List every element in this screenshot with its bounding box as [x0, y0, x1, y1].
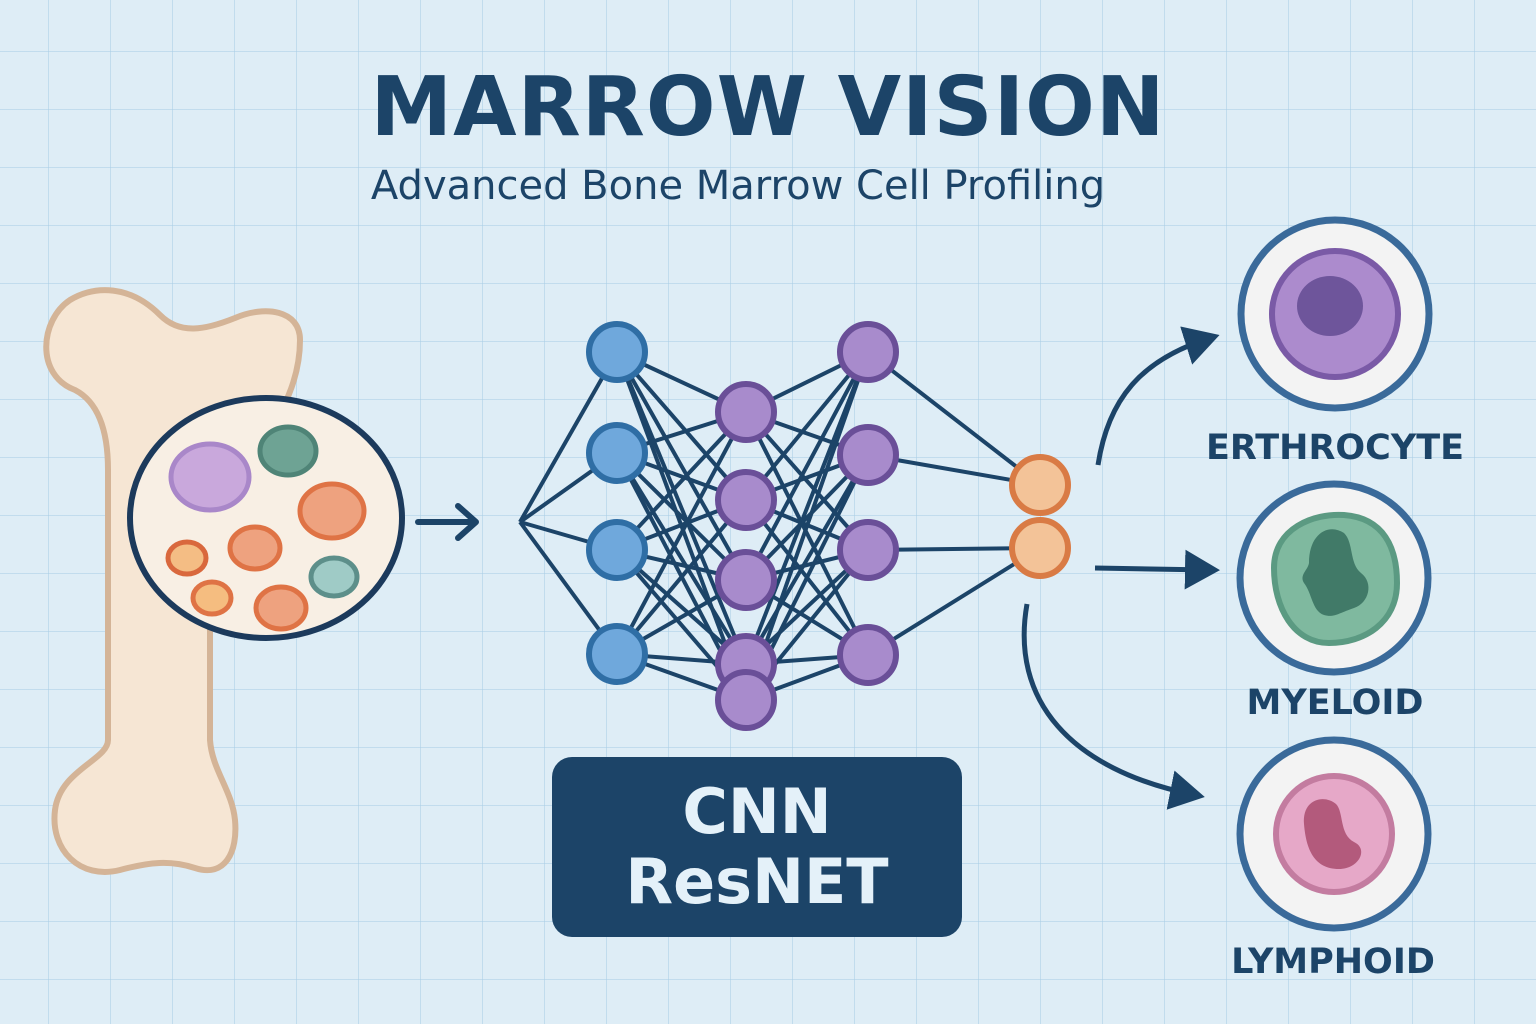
network-node-input [586, 321, 648, 383]
label-erthrocyte: ERTHROCYTE [1206, 428, 1464, 468]
model-line-1: CNN [682, 775, 832, 848]
myeloid-cell-icon [1236, 480, 1432, 676]
network-node-hidden-1 [715, 669, 777, 731]
network-edge [615, 411, 748, 655]
network-edge [866, 350, 1042, 487]
network-edge [615, 351, 748, 581]
network-node-hidden-2 [837, 424, 899, 486]
label-myeloid: MYELOID [1246, 683, 1424, 723]
sample-cell-orange-large [297, 481, 367, 541]
arrow-to-myeloid-icon [1094, 549, 1220, 590]
network-node-hidden-1 [715, 381, 777, 443]
sample-cell-orange-medium [227, 524, 283, 572]
network-edge [744, 411, 870, 656]
sample-cell-purple-large [168, 441, 252, 513]
erthrocyte-cell-icon [1237, 216, 1433, 412]
network-edge [615, 351, 748, 665]
sample-cell-orange-medium-2 [253, 584, 309, 632]
sample-cell-teal-light [308, 555, 360, 599]
network-node-hidden-1 [715, 549, 777, 611]
network-node-hidden-2 [837, 624, 899, 686]
network-edge [744, 453, 870, 666]
label-lymphoid: LYMPHOID [1231, 942, 1435, 982]
network-node-hidden-1 [715, 469, 777, 531]
network-node-input [586, 519, 648, 581]
sample-cell-orange-tiny [190, 579, 234, 617]
network-edge [615, 498, 748, 656]
sample-cell-orange-small [165, 539, 209, 577]
arrow-to-erthrocyte-icon [1095, 326, 1220, 466]
model-badge: CNN ResNET [552, 757, 962, 937]
network-edge [615, 451, 748, 666]
network-node-output [1009, 517, 1071, 579]
network-edge [866, 546, 1042, 657]
network-edge [744, 350, 870, 502]
input-arrow-icon [415, 503, 479, 541]
network-edge [615, 410, 748, 552]
network-node-input [586, 422, 648, 484]
marrow-sample-magnifier [127, 395, 405, 641]
network-node-input [586, 623, 648, 685]
network-edge [744, 351, 870, 581]
arrow-to-lymphoid-icon [1021, 603, 1205, 810]
network-edge [615, 350, 748, 502]
network-node-hidden-2 [837, 519, 899, 581]
network-nodes [586, 321, 1071, 731]
network-node-output [1009, 454, 1071, 516]
app-subtitle: Advanced Bone Marrow Cell Profiling [370, 163, 1106, 209]
model-line-2: ResNET [625, 845, 889, 918]
lymphoid-cell-icon [1236, 736, 1432, 932]
sample-cell-teal [257, 424, 319, 478]
network-node-hidden-2 [837, 321, 899, 383]
app-title: MARROW VISION [370, 60, 1166, 155]
network-edge [518, 351, 619, 523]
